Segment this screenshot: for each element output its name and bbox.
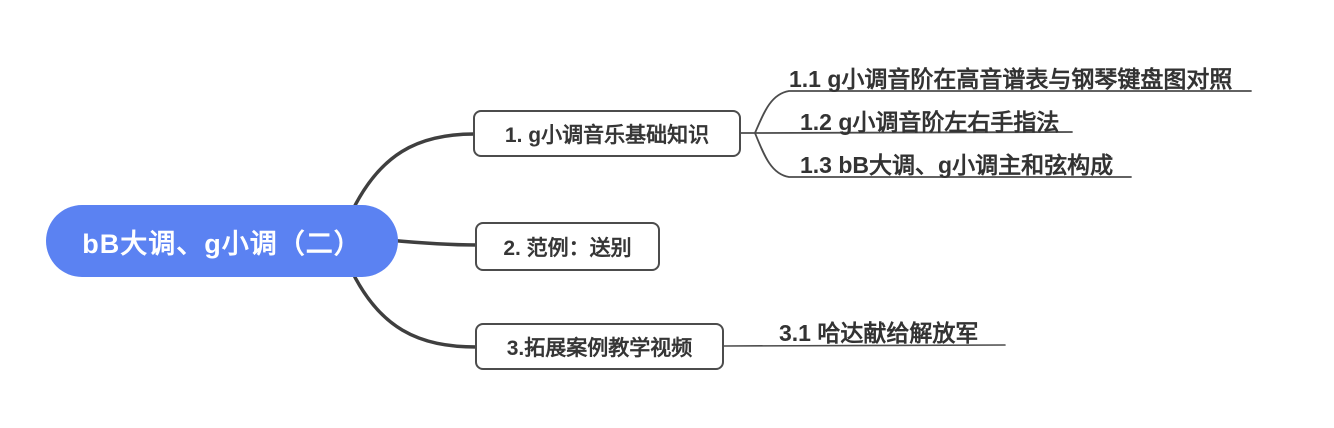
edge-branch3-to-child-3-1 (723, 344, 1006, 347)
edge-branch1-to-child-1-1 (754, 90, 1252, 134)
subtopic-1-2[interactable]: 1.2 g小调音阶左右手指法 (800, 109, 1060, 135)
branch-node-2[interactable]: 2. 范例：送别 (475, 222, 660, 271)
edge-root-to-branch-3 (346, 261, 479, 349)
root-topic[interactable]: bB大调、g小调（二） (46, 205, 398, 277)
subtopic-1-1[interactable]: 1.1 g小调音阶在高音谱表与钢琴键盘图对照 (789, 66, 1233, 92)
edge-branch1-to-child-1-3 (754, 132, 1132, 178)
branch-node-3[interactable]: 3.拓展案例教学视频 (475, 323, 724, 370)
edge-root-to-branch-1 (346, 132, 476, 222)
subtopic-1-3[interactable]: 1.3 bB大调、g小调主和弦构成 (800, 152, 1114, 178)
edge-root-to-branch-2 (386, 238, 479, 247)
branch-node-1[interactable]: 1. g小调音乐基础知识 (473, 110, 741, 157)
subtopic-3-1[interactable]: 3.1 哈达献给解放军 (779, 320, 979, 346)
